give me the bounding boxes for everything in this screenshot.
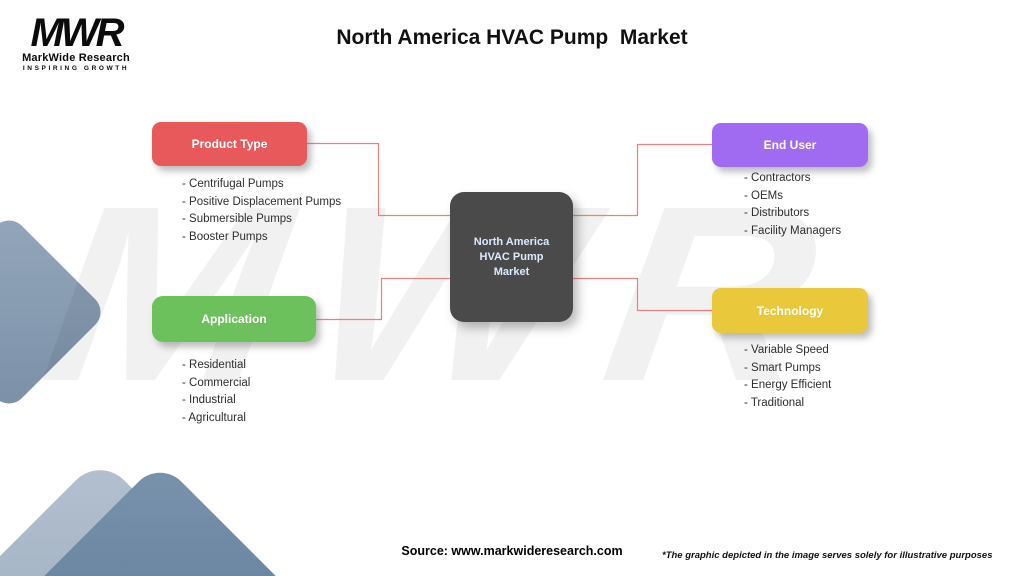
- segment-item: - Distributors: [744, 207, 810, 219]
- page-title: North America HVAC Pump Market: [336, 26, 688, 49]
- branch-box-end-user: End User: [712, 123, 868, 167]
- segment-item: - Variable Speed: [744, 344, 829, 356]
- connector-product-type: [307, 142, 450, 217]
- center-node: North America HVAC Pump Market: [450, 192, 573, 322]
- branch-label-technology: Technology: [756, 303, 824, 318]
- segment-item: - Centrifugal Pumps: [182, 178, 284, 190]
- segment-item: - Commercial: [182, 376, 251, 389]
- connector-application: [316, 277, 450, 321]
- segment-item: - OEMs: [744, 189, 783, 202]
- disclaimer-text: *The graphic depicted in the image serve…: [662, 550, 993, 561]
- logo-tagline: Inspiring Growth: [22, 65, 130, 72]
- segment-item: - Submersible Pumps: [182, 213, 292, 225]
- branch-box-technology: Technology: [712, 288, 868, 333]
- branch-list-application: - Residential - Commercial - Industrial …: [182, 357, 250, 427]
- logo-name: MarkWide Research: [22, 52, 130, 64]
- branch-list-end-user: - Contractors - OEMs - Distributors - Fa…: [744, 170, 841, 240]
- branch-box-product-type: Product Type: [152, 122, 307, 166]
- segment-item: - Facility Managers: [744, 224, 842, 237]
- segment-item: - Booster Pumps: [182, 230, 268, 243]
- connector-technology: [573, 277, 713, 312]
- source-text: Source: www.markwideresearch.com: [401, 544, 623, 558]
- branch-list-technology: - Variable Speed - Smart Pumps - Energy …: [744, 342, 831, 412]
- segment-item: - Contractors: [744, 172, 811, 184]
- branch-label-product-type: Product Type: [191, 137, 268, 151]
- branch-label-application: Application: [201, 312, 267, 326]
- center-node-label: North America HVAC Pump Market: [473, 235, 553, 278]
- connector-end-user: [573, 143, 713, 217]
- segment-item: - Smart Pumps: [744, 361, 821, 374]
- segment-item: - Traditional: [744, 396, 805, 409]
- logo-acronym: MWR: [30, 11, 125, 55]
- segment-item: - Industrial: [182, 394, 236, 406]
- branch-box-application: Application: [152, 296, 316, 342]
- segment-item: - Residential: [182, 359, 246, 371]
- branch-list-product-type: - Centrifugal Pumps - Positive Displacem…: [182, 176, 341, 246]
- branch-label-end-user: End User: [763, 138, 817, 152]
- markwide-logo: MWR MarkWide Research Inspiring Growth: [22, 12, 130, 72]
- segment-item: - Agricultural: [182, 411, 246, 424]
- segment-item: - Energy Efficient: [744, 379, 832, 391]
- segment-item: - Positive Displacement Pumps: [182, 195, 342, 208]
